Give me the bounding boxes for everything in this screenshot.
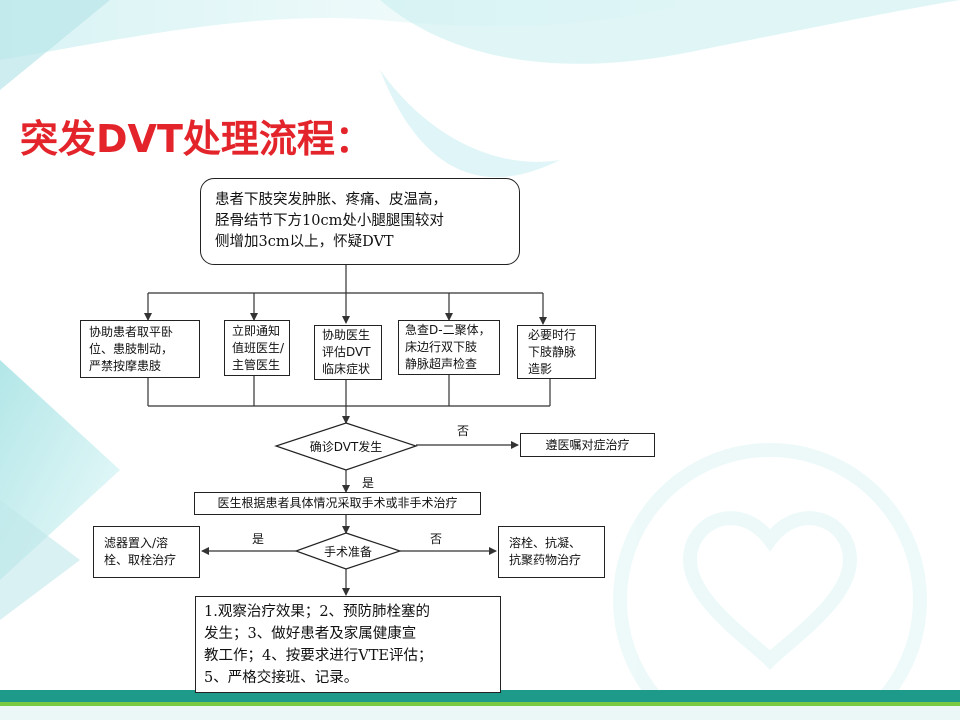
action-box-notify-doctor: 立即通知 值班医生/ 主管医生 [224, 320, 290, 376]
final-care-box: 1.观察治疗效果；2、预防肺栓塞的 发生；3、做好患者及家属健康宣 教工作；4、… [195, 596, 501, 693]
branch-label-no-1: 否 [457, 424, 470, 438]
confirm-dvt-label: 确诊DVT发生 [309, 440, 383, 454]
branch-label-yes-2: 是 [252, 532, 265, 546]
action-box-urgent-tests: 急查D-二聚体， 床边行双下肢 静脉超声检查 [398, 320, 500, 375]
doctor-treatment-decision-box: 医生根据患者具体情况采取手术或非手术治疗 [194, 492, 481, 515]
surgery-prep-label: 手术准备 [323, 545, 372, 559]
branch-label-yes-1: 是 [362, 476, 375, 490]
drug-therapy-box: 溶栓、抗凝、 抗聚药物治疗 [498, 526, 605, 578]
filter-thrombolysis-box: 滤器置入/溶 栓、取栓治疗 [93, 526, 200, 578]
start-node: 患者下肢突发肿胀、疼痛、皮温高， 胫骨结节下方10cm处小腿腿围较对 侧增加3c… [200, 178, 520, 265]
branch-label-no-2: 否 [430, 532, 443, 546]
action-box-venography: 必要时行 下肢静脉 造影 [517, 325, 596, 379]
surgery-prep-diamond [294, 532, 402, 570]
action-box-position-patient: 协助患者取平卧 位、患肢制动， 严禁按摩患肢 [80, 320, 200, 378]
confirm-dvt-diamond [274, 422, 418, 471]
action-box-assess-symptoms: 协助医生 评估DVT 临床症状 [314, 325, 382, 380]
symptomatic-treatment-box: 遵医嘱对症治疗 [520, 433, 655, 457]
page-title: 突发DVT处理流程： [20, 117, 373, 161]
